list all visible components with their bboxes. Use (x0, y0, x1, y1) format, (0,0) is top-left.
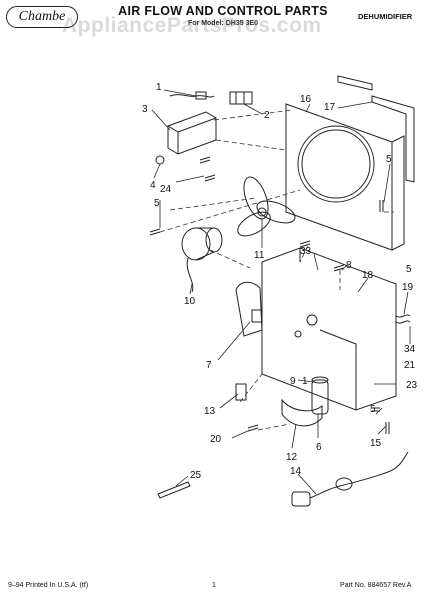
callout-13: 13 (204, 406, 216, 417)
callout-15: 15 (370, 438, 382, 449)
callout-34: 34 (404, 344, 416, 355)
callout-19: 19 (402, 282, 414, 293)
capacitor-part (311, 376, 329, 415)
callout-1: 1 (156, 82, 162, 93)
product-category: DEHUMIDIFIER (358, 12, 413, 21)
callout-3: 3 (142, 104, 148, 115)
callout-leader-lines (151, 89, 411, 495)
relay-part (235, 383, 247, 401)
callout-5-upper-left: 5 (154, 198, 160, 209)
print-info: 9–94 Printed In U.S.A. (tf) (8, 582, 89, 589)
power-cord-part (291, 451, 409, 507)
callout-5-right: 5 (386, 154, 392, 165)
callout-5-bottom: 5 (370, 404, 376, 415)
callout-14: 14 (290, 466, 302, 477)
callout-1-capacitor: 1 (302, 376, 308, 387)
callout-16: 16 (300, 94, 312, 105)
page-title: AIR FLOW AND CONTROL PARTS (118, 4, 328, 18)
callout-21: 21 (404, 360, 416, 371)
callout-12: 12 (286, 452, 298, 463)
callout-6: 6 (316, 442, 322, 453)
callout-4: 4 (150, 180, 156, 191)
model-subtitle: For Model: DH35 3E0 (187, 20, 258, 27)
callout-10: 10 (184, 296, 196, 307)
page-number: 1 (212, 582, 216, 589)
brand-logo: Chambe (6, 6, 78, 28)
callout-24: 24 (160, 184, 172, 195)
assembly-guide-lines (159, 109, 394, 431)
callout-9: 9 (290, 376, 296, 387)
callout-23: 23 (406, 380, 418, 391)
callout-labels: 1 2 3 4 24 5 16 17 5 11 33 5 8 18 19 10 … (142, 82, 418, 481)
control-bracket-part (167, 111, 217, 155)
callout-11: 11 (254, 250, 265, 261)
callout-7: 7 (206, 360, 212, 371)
callout-20: 20 (210, 434, 222, 445)
chassis-frame-part (261, 247, 397, 411)
callout-25: 25 (190, 470, 202, 481)
fan-motor-part (181, 227, 223, 293)
callout-33: 33 (300, 246, 312, 257)
connector-block-part (229, 91, 253, 105)
fan-shroud-part (285, 103, 405, 251)
callout-8: 8 (346, 260, 352, 271)
callout-5-lower-right: 5 (406, 264, 412, 275)
watermark: AppliancePartsPros.com (62, 14, 322, 37)
tie-strap-part (157, 481, 191, 499)
drain-tube-part (395, 314, 411, 324)
capacitor-strap-part (281, 398, 323, 427)
callout-17: 17 (324, 102, 336, 113)
top-bracket-part (235, 281, 263, 337)
callout-2: 2 (264, 110, 270, 121)
part-number: Part No. 884657 Rev.A (340, 582, 412, 589)
fan-blade-part (237, 176, 296, 237)
callout-18: 18 (362, 270, 374, 281)
gasket-strip-part (337, 75, 415, 183)
brand-logo-text: Chambe (18, 9, 66, 24)
